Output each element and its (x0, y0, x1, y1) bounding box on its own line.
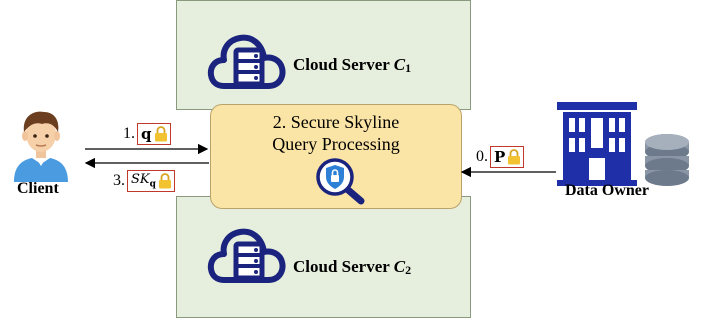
result-step: 3. (113, 172, 125, 189)
data-message: 0. P (476, 146, 525, 168)
query-symbol: q (141, 125, 152, 143)
client-label: Client (17, 180, 59, 197)
processing-title-line2: Query Processing (272, 134, 400, 154)
encrypted-query-box: q (137, 123, 171, 145)
cloud-server-1-label: Cloud Server C1 (293, 55, 412, 75)
data-step: 0. (476, 148, 488, 165)
cloud-server-2-label: Cloud Server C2 (293, 257, 412, 277)
secure-search-icon (315, 157, 369, 210)
result-message: 3. SKq (113, 170, 175, 192)
data-symbol: P (494, 148, 506, 166)
lock-icon (508, 149, 521, 165)
lock-icon (158, 173, 171, 189)
data-owner-building-icon (555, 100, 695, 191)
cloud-server-2-box (176, 196, 471, 318)
lock-icon (154, 126, 167, 142)
cloud-server-icon (206, 30, 286, 92)
result-symbol: SKq (131, 172, 156, 190)
secure-skyline-processing-box: 2. Secure Skyline Query Processing (210, 104, 462, 209)
processing-title-line1: 2. Secure Skyline (272, 112, 400, 132)
data-owner-label: Data Owner (565, 182, 649, 199)
query-message: 1. q (123, 123, 171, 145)
encrypted-result-box: SKq (127, 170, 175, 192)
encrypted-data-box: P (490, 146, 525, 168)
query-step: 1. (123, 125, 135, 142)
cloud-server-icon (206, 224, 286, 286)
client-avatar-icon (8, 108, 74, 187)
